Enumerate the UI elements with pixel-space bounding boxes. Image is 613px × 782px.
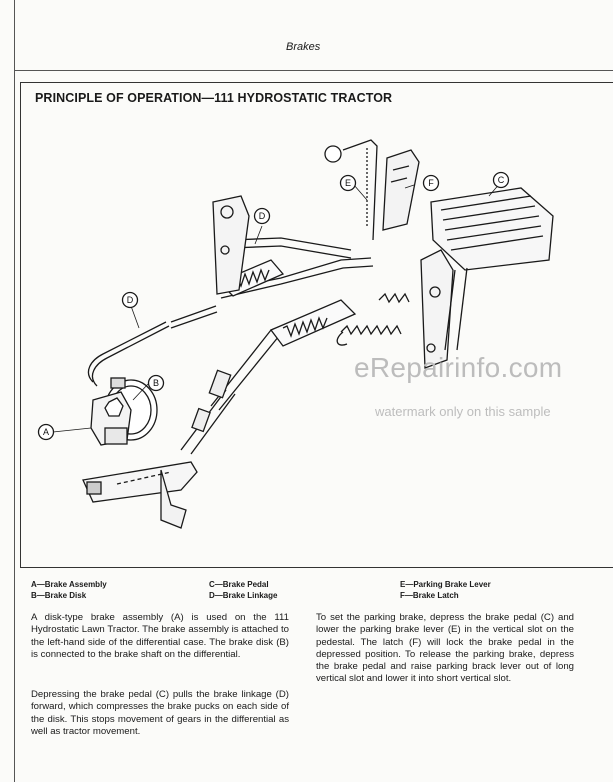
page-header-title: Brakes [286, 41, 321, 53]
brake-pedal [430, 187, 554, 351]
header-rule [14, 70, 613, 71]
svg-text:D: D [259, 211, 266, 221]
callout-leaders [52, 181, 502, 433]
parking-brake-lever [324, 139, 378, 241]
left-upright-bracket [212, 195, 250, 295]
legend-item-f: F—Brake Latch [400, 591, 459, 600]
spring-housing-lower [269, 299, 357, 347]
brake-linkage-illustration: A B C D D E F [37, 139, 554, 529]
body-paragraph-3: To set the parking brake, depress the br… [316, 612, 574, 685]
return-spring [336, 292, 410, 346]
callout-d-upper: D [253, 207, 271, 225]
callout-c: C [492, 171, 510, 189]
svg-text:D: D [127, 295, 134, 305]
watermark-main: eRepairinfo.com [354, 352, 563, 383]
legend-column-1: A—Brake Assembly B—Brake Disk [31, 579, 107, 601]
svg-text:B: B [153, 378, 159, 388]
pivot-sleeves [191, 369, 232, 433]
callout-a: A [37, 423, 55, 441]
section-title: PRINCIPLE OF OPERATION—111 HYDROSTATIC T… [35, 91, 393, 105]
section-box [20, 82, 613, 568]
callout-d-lower: D [121, 291, 139, 309]
svg-text:C: C [498, 175, 505, 185]
legend-item-d: D—Brake Linkage [209, 591, 278, 600]
watermark-sub: watermark only on this sample [375, 404, 551, 419]
legend-column-2: C—Brake Pedal D—Brake Linkage [209, 579, 277, 601]
legend-item-e: E—Parking Brake Lever [400, 580, 491, 589]
brake-latch [382, 149, 420, 231]
legend-item-b: B—Brake Disk [31, 591, 87, 600]
callout-f: F [422, 174, 440, 192]
legend-item-c: C—Brake Pedal [209, 580, 269, 589]
page-frame-left [14, 0, 15, 782]
svg-text:A: A [43, 427, 49, 437]
legend-column-3: E—Parking Brake Lever F—Brake Latch [400, 579, 491, 601]
lower-bracket [82, 461, 198, 529]
callout-e: E [339, 174, 357, 192]
svg-text:F: F [428, 178, 434, 188]
brake-assembly [90, 377, 132, 446]
svg-text:E: E [345, 178, 351, 188]
body-paragraph-1: A disk-type brake assembly (A) is used o… [31, 612, 289, 660]
right-upright-bracket [420, 249, 454, 369]
legend-item-a: A—Brake Assembly [31, 580, 107, 589]
body-paragraph-2: Depressing the brake pedal (C) pulls the… [31, 689, 289, 737]
callout-b: B [147, 374, 165, 392]
